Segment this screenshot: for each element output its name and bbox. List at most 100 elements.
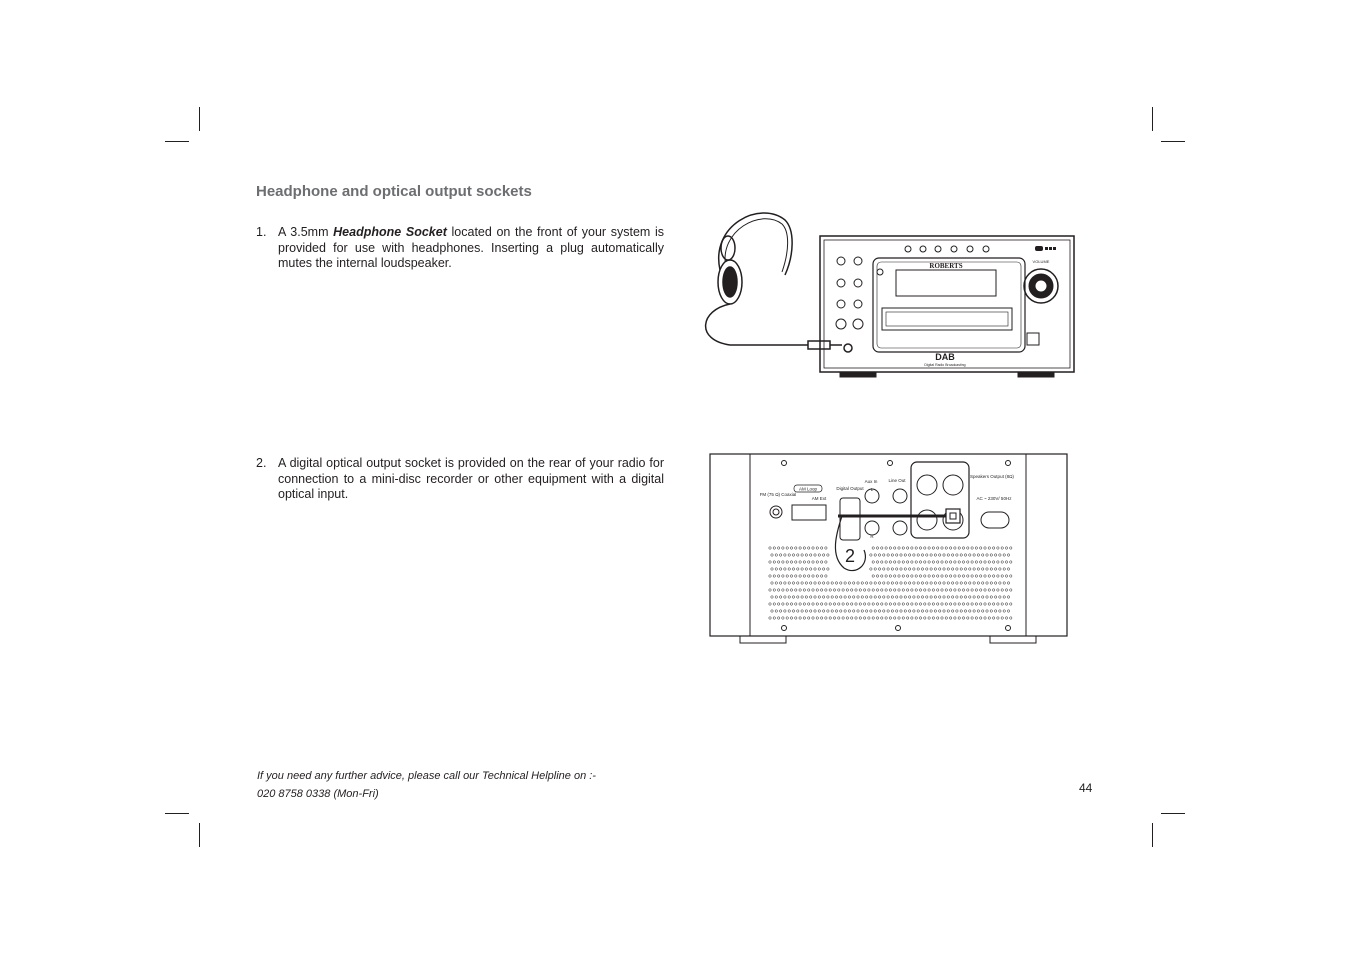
grille-hole xyxy=(774,581,778,585)
grille-hole xyxy=(880,602,884,606)
grille-hole xyxy=(781,574,785,578)
grille-hole xyxy=(929,609,933,613)
grille-hole xyxy=(830,609,834,613)
grille-hole xyxy=(830,595,834,599)
grille-hole xyxy=(888,574,892,578)
grille-hole xyxy=(1009,588,1013,592)
grille-hole xyxy=(899,609,903,613)
grille-hole xyxy=(931,546,935,550)
grille-hole xyxy=(979,560,983,564)
grille-hole xyxy=(800,553,804,557)
grille-hole xyxy=(966,602,970,606)
grille-hole xyxy=(938,609,942,613)
grille-hole xyxy=(987,588,991,592)
grille-hole xyxy=(968,595,972,599)
grille-hole xyxy=(931,602,935,606)
grille-hole xyxy=(845,588,849,592)
grille-hole xyxy=(880,546,884,550)
grille-hole xyxy=(826,609,830,613)
grille-hole xyxy=(804,609,808,613)
grille-hole xyxy=(953,588,957,592)
grille-hole xyxy=(863,602,867,606)
grille-hole xyxy=(835,595,838,599)
grille-hole xyxy=(987,574,991,578)
grille-hole xyxy=(936,574,940,578)
grille-hole xyxy=(944,574,948,578)
grille-hole xyxy=(916,595,920,599)
grille-hole xyxy=(792,595,795,599)
grille-hole xyxy=(929,567,933,571)
grille-hole xyxy=(903,595,907,599)
grille-hole xyxy=(790,602,793,606)
grille-hole xyxy=(949,588,953,592)
grille-hole xyxy=(813,595,817,599)
grille-hole xyxy=(802,574,806,578)
grille-hole xyxy=(882,553,886,557)
grille-hole xyxy=(895,609,899,613)
grille-hole xyxy=(944,560,948,564)
grille-hole xyxy=(923,546,927,550)
grille-hole xyxy=(772,588,776,592)
grille-hole xyxy=(897,560,901,564)
grille-hole xyxy=(1009,546,1013,550)
grille-hole xyxy=(807,588,811,592)
grille-hole xyxy=(921,581,924,585)
grille-hole xyxy=(938,581,942,585)
page-heading: Headphone and optical output sockets xyxy=(256,183,532,200)
grille-hole xyxy=(914,588,918,592)
grille-hole xyxy=(1005,546,1008,550)
grille-hole xyxy=(966,616,970,620)
grille-hole xyxy=(873,553,877,557)
grille-hole xyxy=(796,595,800,599)
grille-hole xyxy=(850,602,854,606)
grille-hole xyxy=(871,560,875,564)
fm-coaxial-label: FM (75 Ω) Coaxial xyxy=(760,492,797,497)
grille-hole xyxy=(783,567,787,571)
grille-hole xyxy=(884,574,888,578)
grille-hole xyxy=(946,595,950,599)
crop-mark xyxy=(1161,813,1185,814)
grille-hole xyxy=(779,553,783,557)
grille-hole xyxy=(964,567,967,571)
grille-hole xyxy=(833,602,836,606)
grille-hole xyxy=(837,588,841,592)
grille-hole xyxy=(807,616,811,620)
footer-helpline-text: If you need any further advice, please c… xyxy=(257,770,596,782)
grille-hole xyxy=(903,581,907,585)
grille-hole xyxy=(972,567,976,571)
grille-hole xyxy=(985,567,989,571)
grille-hole xyxy=(962,574,965,578)
grille-hole xyxy=(938,595,942,599)
grille-hole xyxy=(919,546,922,550)
grille-hole xyxy=(772,546,776,550)
grille-hole xyxy=(882,581,886,585)
grille-hole xyxy=(953,574,957,578)
grille-hole xyxy=(919,616,922,620)
grille-hole xyxy=(809,581,813,585)
grille-hole xyxy=(919,574,922,578)
grille-hole xyxy=(921,567,924,571)
grille-hole xyxy=(921,553,924,557)
grille-hole xyxy=(897,602,901,606)
grille-hole xyxy=(876,588,879,592)
grille-hole xyxy=(811,574,815,578)
grille-hole xyxy=(826,581,830,585)
grille-hole xyxy=(796,581,800,585)
grille-hole xyxy=(768,560,772,564)
grille-hole xyxy=(772,616,776,620)
grille-hole xyxy=(1005,588,1008,592)
grille-hole xyxy=(906,560,910,564)
grille-hole xyxy=(983,588,987,592)
grille-hole xyxy=(981,609,985,613)
grille-hole xyxy=(1000,588,1004,592)
grille-hole xyxy=(804,595,808,599)
grille-hole xyxy=(992,588,996,592)
grille-hole xyxy=(957,560,961,564)
list-item-text: A digital optical output socket is provi… xyxy=(278,456,664,501)
grille-hole xyxy=(951,567,955,571)
grille-hole xyxy=(906,602,910,606)
grille-hole xyxy=(878,581,881,585)
grille-hole xyxy=(957,574,961,578)
grille-hole xyxy=(996,560,1000,564)
speakers-output-label: Speakers Output (8Ω) xyxy=(970,474,1014,479)
